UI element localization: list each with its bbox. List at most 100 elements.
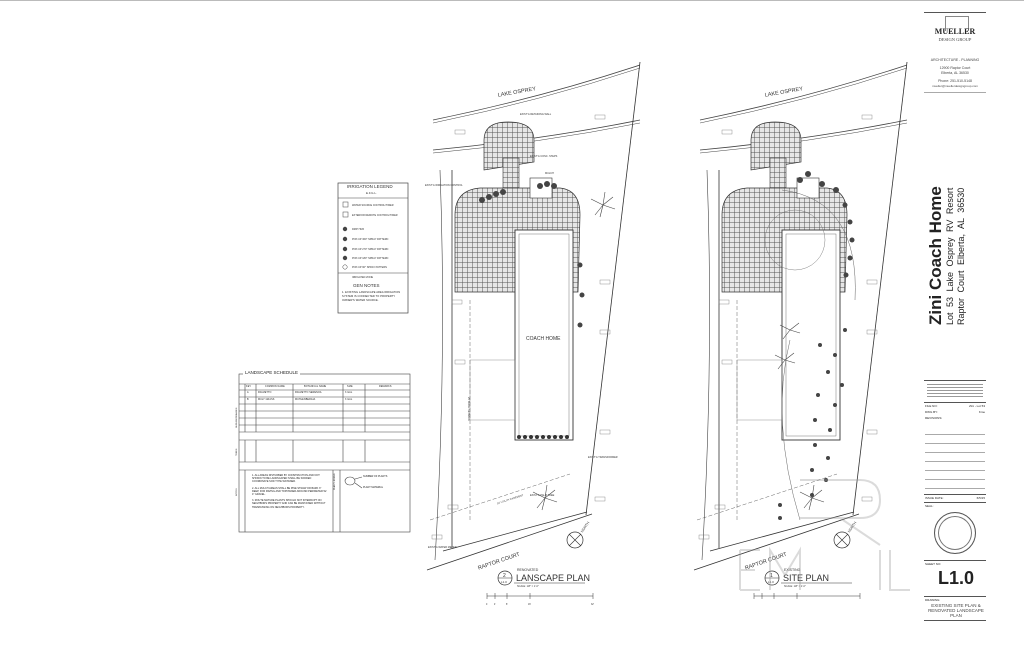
north-label: NORTH [847, 521, 858, 534]
drawing-title: EXISTING SITE PLAN & RENOVATED LANDSCAPE… [928, 603, 984, 618]
legend-item: POP-UP 270° SPRAY PATTERN [352, 248, 389, 251]
plan-tag-number: 2 [503, 573, 506, 579]
note: 1. ALL AREAS DISTURBED BY CONSTRUCTION A… [252, 474, 320, 484]
side-label: SHRUBS/GRASSES [236, 407, 238, 428]
schedule-header-row: KEY COMMON NAME BOTANICAL NAME SIZE REMA… [239, 385, 410, 390]
drawing-label: DRAWING: [925, 598, 941, 602]
divider [924, 12, 986, 13]
architect-seal-icon [934, 512, 976, 554]
legend-item: POP-UP 180° SPRAY PATTERN [352, 257, 389, 260]
cell: B [247, 398, 249, 401]
firm-name: MUELLER [934, 27, 976, 36]
existing-site-plan: LAKE OSPREY RAPTOR COURT EXISTING SITE P… [693, 61, 910, 600]
plan-title: SITE PLAN [783, 573, 829, 583]
sheet-number: L1.0 [938, 568, 975, 588]
project-line: Lot 53 Lake Osprey RV Resort [945, 187, 955, 325]
project-line: Raptor Court Elberta, AL 36530 [956, 187, 966, 325]
irrigation-legend: IRRIGATION LEGEND E.F.G.L. WATER SOURCE … [337, 182, 409, 314]
callout: MULCH [545, 172, 554, 175]
note: 3. ROUTE MATURE PLANTS SHOULD NOT INTERR… [252, 499, 326, 509]
callout: EXIST'G IRRIGATION CONTROL [425, 184, 463, 187]
palm-tree-icon [590, 191, 616, 218]
shrub-symbols [479, 181, 585, 328]
divider [924, 596, 986, 597]
callout: EXIST'G RETAINING WALL [520, 113, 552, 116]
logo-column-icon [945, 16, 969, 31]
project-title: Zini Coach Home [926, 186, 945, 325]
legend-item: WATER SOURCE CONTROL/TIMER [352, 204, 394, 207]
project-title-block: Zini Coach Home Lot 53 Lake Osprey RV Re… [926, 155, 967, 325]
plant-legend-label: PLANT MATERIAL [363, 486, 384, 489]
plan-tag-sheet: L1.0 [501, 580, 507, 584]
divider [924, 92, 986, 93]
divider [924, 402, 986, 403]
seal-label: SEAL: [925, 504, 934, 508]
plant-legend-label: NUMBER OF PLANTS [363, 475, 388, 478]
renovated-landscape-plan: LAKE OSPREY RAPTOR COURT COACH HOME RENO… [425, 61, 641, 606]
label: FILE NO: [925, 404, 938, 408]
value: Kme [978, 410, 985, 414]
legend-item: EXTERIOR REMOTE CONTROL/TIMER [352, 214, 398, 217]
legend-item: POP-UP 90° SPRAY PATTERN [352, 266, 387, 269]
legend-item: DRIP HUB [352, 228, 364, 231]
cell: PALMETTO SERENOA [295, 391, 322, 394]
landscape-schedule-frame [238, 373, 411, 533]
note: 2. ALL MULCH AREAS SHALL BE PINE STRAW O… [252, 486, 327, 497]
cell: 3 GAL [345, 391, 353, 394]
callout: EXIST'G PALM TREE [530, 494, 555, 497]
callout: 25' BLDG. SETBACK [467, 397, 470, 421]
side-label: TREES [236, 448, 238, 456]
legend-subtitle: E.F.G.L. [366, 191, 377, 195]
plan-title: LANSCAPE PLAN [516, 573, 590, 583]
firm-services: ARCHITECTURE - PLANNING [930, 58, 980, 62]
mulch-bed-shrubs [517, 435, 569, 439]
sheet-label: SHEET NO: [925, 562, 942, 566]
building-label: COACH HOME [526, 336, 561, 342]
header-key: KEY [246, 385, 252, 388]
scale-tick: 4' [494, 604, 496, 606]
plan-title-prefix: EXISTING [784, 568, 801, 572]
schedule-title: LANDSCAPE SCHEDULE [243, 370, 301, 375]
street-label: RAPTOR COURT [477, 552, 521, 572]
side-label: NOTES [236, 488, 238, 496]
label: DWG BY: [925, 410, 938, 414]
drawn-by-row: DWG BY: Kme [925, 410, 985, 414]
callout: EXIST'G CONC. STEPS [530, 155, 558, 158]
plan-tag-sheet: L1.0 [768, 580, 774, 584]
watermark [739, 479, 910, 591]
firm-sub: DESIGN GROUP [938, 37, 972, 42]
palm-tree-icon [774, 322, 801, 370]
legend-item: POP-UP 360° SPRAY PATTERN [352, 238, 389, 241]
value: 6/5/15 [976, 496, 985, 500]
revisions-label: REVISIONS: [925, 416, 943, 420]
cell: PALMETTO [258, 391, 272, 394]
header-size: SIZE [347, 385, 353, 388]
plan-tag-number: 1 [770, 573, 773, 579]
address-line: Elberta, AL 36530 [941, 71, 969, 75]
cell: A [247, 391, 249, 394]
plan-scale: SCALE: 1/8" = 1'-0" [517, 585, 539, 588]
cell: MULY GRASS [258, 398, 275, 401]
cell: MUHLENBERGIA [295, 398, 316, 401]
scale-tick: 0 [486, 604, 488, 606]
email: mueller@muellerdesigngroup.com [932, 84, 978, 88]
legend-title: IRRIGATION LEGEND [347, 184, 393, 189]
plan-title-prefix: RENOVATED [517, 568, 539, 572]
scale-tick: 32' [591, 604, 595, 606]
header-botanical-name: BOTANICAL NAME [304, 385, 327, 388]
header-remarks: REMARKS [379, 385, 392, 388]
phone: Phone: 251-510-5148 [938, 79, 972, 83]
callout: 10' UTILITY EASEMENT [497, 494, 525, 506]
side-label: PLANT LEGEND [334, 473, 336, 490]
divider [924, 380, 986, 381]
revision-lines [925, 426, 985, 490]
issue-date-row: ISSUE DATE: 6/5/15 [925, 496, 985, 500]
header-common-name: COMMON NAME [265, 385, 285, 388]
divider [924, 494, 986, 495]
scale-tick: 8' [506, 604, 508, 606]
callout: EXIST'G WATER METER [428, 546, 457, 549]
gen-notes-text: 1. EXISTING LANDSCAPE AREA IRRIGATION SY… [342, 291, 401, 302]
label: ISSUE DATE: [925, 496, 944, 500]
gen-notes-title: GEN NOTES [353, 283, 380, 288]
